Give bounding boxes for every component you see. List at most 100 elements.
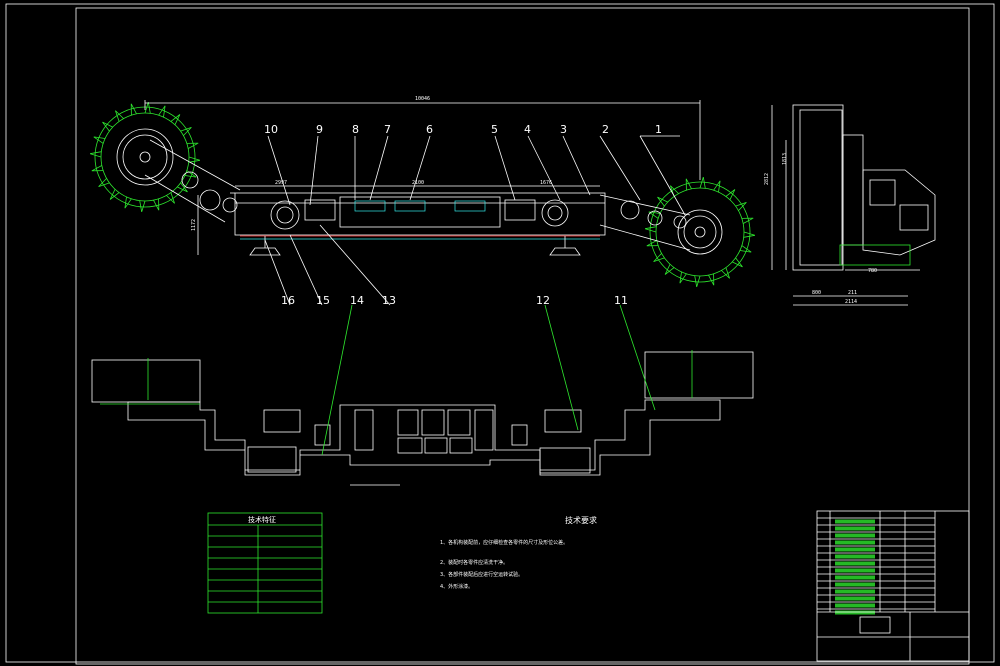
drum-tooth <box>188 156 201 163</box>
drum-tooth <box>98 178 110 187</box>
tech-specs-title: 技术特征 <box>248 515 276 524</box>
drum-tooth <box>124 196 132 209</box>
part-label: 7 <box>384 123 391 136</box>
drum-tooth <box>109 189 120 200</box>
parts-row-text <box>835 533 875 538</box>
parts-row-text <box>835 554 875 559</box>
part-numbers: 1 2 3 4 5 6 7 8 9 10 11 12 13 14 15 16 <box>264 123 662 307</box>
part-label: 9 <box>316 123 323 136</box>
tech-requirement-line: 3、各部件装配后应进行空运转试验。 <box>440 571 523 578</box>
plan-view <box>91 304 754 486</box>
drum-tooth <box>670 185 679 197</box>
part-label: 14 <box>350 294 364 307</box>
drum-tooth <box>646 240 659 247</box>
outer-frame <box>5 3 995 663</box>
parts-row-text <box>835 568 875 573</box>
drum-tooth <box>184 170 197 178</box>
parts-row-text <box>835 589 875 594</box>
title-block <box>816 510 970 662</box>
tech-requirements: 技术要求 1、各机构装配前，应仔细检查各零件的尺寸及形位公差。 2、装配时各零件… <box>440 515 597 590</box>
tech-requirement-line: 1、各机构装配前，应仔细检查各零件的尺寸及形位公差。 <box>440 539 568 546</box>
part-label: 3 <box>560 123 567 136</box>
parts-row-text <box>835 540 875 545</box>
drum-tooth <box>93 136 106 144</box>
drum-tooth <box>653 253 665 262</box>
parts-row-text <box>835 519 875 524</box>
dim-height-left: 1172 <box>191 219 197 231</box>
parts-row-text <box>835 575 875 580</box>
parts-row-text <box>835 596 875 601</box>
part-label: 2 <box>602 123 609 136</box>
part-label: 13 <box>382 294 396 307</box>
dim-mid-c: 1676 <box>540 180 552 186</box>
part-label: 16 <box>281 294 295 307</box>
parts-row-text <box>835 561 875 566</box>
side-dim-w-b: 780 <box>868 268 877 274</box>
drum-tooth <box>699 176 706 189</box>
drum-tooth <box>721 267 730 279</box>
drum-tooth <box>713 180 721 193</box>
part-label: 10 <box>264 123 278 136</box>
drum-tooth <box>115 110 124 122</box>
drum-tooth <box>158 105 166 118</box>
drum-tooth <box>743 231 756 238</box>
part-label: 11 <box>614 294 628 307</box>
parts-row-text <box>835 603 875 608</box>
part-label: 4 <box>524 123 531 136</box>
drum-tooth <box>648 211 661 219</box>
machine-body <box>230 192 606 256</box>
part-label: 6 <box>426 123 433 136</box>
drum-tooth <box>694 275 701 288</box>
parts-row-text <box>835 526 875 531</box>
drum-tooth <box>144 101 151 114</box>
drum-tooth <box>725 189 736 200</box>
inner-frame <box>75 7 970 665</box>
side-dim-w-c: 211 <box>848 290 857 296</box>
drum-tooth <box>166 192 175 204</box>
side-view: 2812 1813 800 780 211 2114 <box>764 104 936 306</box>
drum-tooth <box>664 264 675 275</box>
tech-specs-table: 技术特征 <box>207 512 323 614</box>
drum-tooth <box>153 198 160 211</box>
drum-tooth <box>735 202 747 211</box>
drum-tooth <box>186 142 199 149</box>
right-arm <box>599 194 691 251</box>
side-dim-w-a: 800 <box>812 290 821 296</box>
right-drum <box>644 176 756 288</box>
main-dimensions: 10046 2997 2100 1676 1172 <box>144 96 701 255</box>
part-label: 8 <box>352 123 359 136</box>
parts-row-text <box>835 582 875 587</box>
drum-tooth <box>685 178 692 191</box>
part-label: 15 <box>316 294 330 307</box>
drum-tooth <box>139 200 146 213</box>
main-view: 10046 2997 2100 1676 1172 <box>89 96 756 307</box>
drum-tooth <box>741 217 754 224</box>
drum-tooth <box>170 114 181 125</box>
tech-requirements-title: 技术要求 <box>565 515 597 525</box>
leader-lines <box>264 135 686 306</box>
drum-tooth <box>644 226 657 233</box>
part-label: 1 <box>655 123 662 136</box>
drum-tooth <box>102 121 113 132</box>
dim-mid-a: 2997 <box>275 180 287 186</box>
dim-mid-b: 2100 <box>412 180 424 186</box>
drum-tooth <box>657 196 668 207</box>
side-dim-a: 2812 <box>764 173 770 185</box>
dim-overall: 10046 <box>415 96 430 102</box>
tech-requirement-line: 2、装配时各零件应清洗干净。 <box>440 559 508 566</box>
side-dim-b: 1813 <box>782 153 788 165</box>
drum-tooth <box>89 151 102 158</box>
parts-row-text <box>835 547 875 552</box>
drum-tooth <box>180 127 192 136</box>
left-drum <box>89 101 201 213</box>
side-dim-total: 2114 <box>845 299 857 305</box>
drum-tooth <box>708 273 715 286</box>
drum-tooth <box>679 271 687 284</box>
left-arm <box>144 139 241 223</box>
part-label: 5 <box>491 123 498 136</box>
drum-tooth <box>177 182 188 193</box>
part-label: 12 <box>536 294 550 307</box>
drum-tooth <box>732 257 743 268</box>
drum-tooth <box>91 165 104 172</box>
